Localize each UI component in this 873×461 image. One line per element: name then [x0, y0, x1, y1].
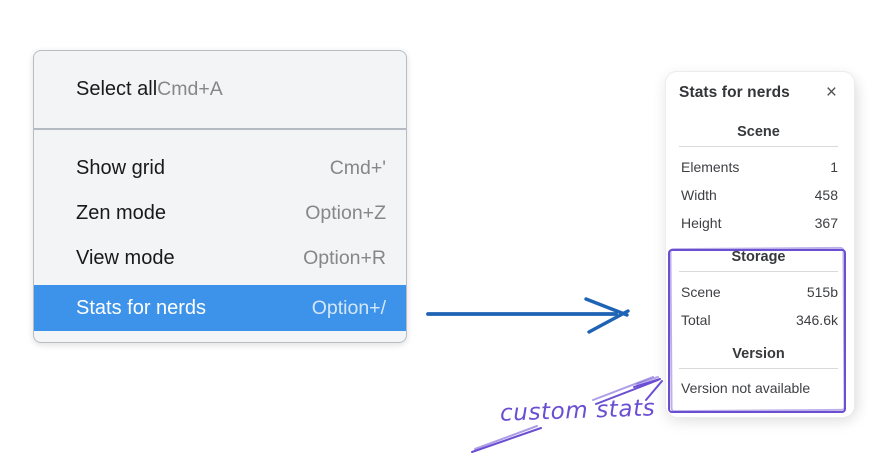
version-note: Version not available: [681, 380, 811, 396]
stat-row-storage-scene: Scene 515b: [679, 278, 838, 306]
stat-row-storage-total: Total 346.6k: [679, 306, 838, 334]
menu-item-label: Stats for nerds: [76, 296, 207, 319]
menu-item-shortcut: Option+Z: [305, 202, 386, 224]
stat-value: 515b: [806, 284, 838, 300]
annotation-text: custom stats: [499, 395, 656, 427]
menu-item-label: Select all: [76, 78, 158, 100]
stats-panel-header: Stats for nerds ×: [679, 82, 838, 103]
stat-value: 346.6k: [795, 312, 838, 328]
stats-panel-title: Stats for nerds: [679, 84, 790, 101]
menu-section-main: Show grid Cmd+' Zen mode Option+Z View m…: [34, 130, 406, 341]
close-icon[interactable]: ×: [825, 82, 837, 103]
menu-divider: [34, 128, 406, 130]
menu-section-top: Select all Cmd+A: [34, 51, 406, 128]
menu-item-label: Show grid: [76, 157, 165, 179]
stat-value: 1: [830, 159, 838, 175]
section-header-scene: Scene: [737, 124, 780, 140]
menu-item-shortcut: Cmd+': [329, 157, 386, 179]
section-divider: [679, 146, 838, 147]
menu-item-show-grid[interactable]: Show grid Cmd+': [34, 146, 406, 191]
flow-arrow-icon: [426, 297, 630, 334]
stat-row-height: Height 367: [679, 209, 838, 237]
stat-value: 458: [814, 187, 838, 203]
menu-item-shortcut: Option+R: [303, 247, 386, 269]
menu-item-stats-for-nerds[interactable]: Stats for nerds Option+/: [34, 285, 406, 331]
menu-item-shortcut: Cmd+A: [157, 78, 223, 100]
stat-row-width: Width 458: [679, 181, 838, 209]
section-header-version: Version: [732, 346, 785, 362]
menu-item-shortcut: Option+/: [311, 296, 386, 319]
menu-item-label: Zen mode: [76, 202, 167, 224]
stat-label: Elements: [681, 159, 740, 175]
context-menu: Select all Cmd+A Show grid Cmd+' Zen mod…: [33, 50, 407, 343]
stat-label: Height: [681, 215, 722, 231]
menu-item-view-mode[interactable]: View mode Option+R: [34, 236, 406, 281]
section-header-storage: Storage: [731, 249, 786, 265]
menu-item-select-all[interactable]: Select all Cmd+A: [34, 67, 243, 112]
stat-row-elements: Elements 1: [679, 153, 838, 181]
stat-label: Total: [681, 312, 711, 328]
stat-label: Width: [681, 187, 717, 203]
stats-for-nerds-panel: Stats for nerds × Scene Elements 1 Width…: [665, 71, 855, 418]
menu-item-zen-mode[interactable]: Zen mode Option+Z: [34, 191, 406, 236]
section-divider: [679, 368, 838, 369]
menu-item-label: View mode: [76, 247, 175, 269]
stat-value: 367: [814, 215, 838, 231]
section-divider: [679, 271, 838, 272]
stat-label: Scene: [681, 284, 721, 300]
